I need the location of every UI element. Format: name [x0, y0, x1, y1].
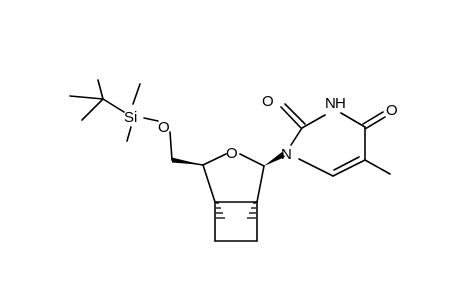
- atom-labels: Si O O N N H O O: [124, 93, 398, 163]
- bond-o-ring-c1prime: [239, 153, 265, 167]
- atom-si: Si: [124, 109, 137, 126]
- bond-si-methyl-bottom: [126, 126, 132, 142]
- bond-tbu-si: [102, 98, 125, 113]
- bond-c5-c6: [332, 159, 366, 177]
- atom-o-ring: O: [226, 145, 238, 162]
- bond-si-methyl-top: [132, 83, 141, 105]
- wedge-c1prime-n1: [264, 152, 285, 166]
- bond-c4prime-o-ring: [202, 153, 227, 166]
- bond-c2-n3: [301, 114, 326, 129]
- bond-n1-c2: [290, 127, 303, 146]
- atom-o-ether: O: [158, 119, 170, 136]
- hash-c2prime: [247, 202, 256, 219]
- bond-c2-o-b: [284, 103, 306, 125]
- atom-n1: N: [281, 146, 292, 163]
- bond-o-ch2: [169, 131, 173, 161]
- bond-c5-methyl: [364, 159, 391, 175]
- bond-c3prime-c4prime: [202, 164, 216, 203]
- bond-tbu-methyl-left: [69, 95, 104, 100]
- bond-n3-c4: [340, 112, 366, 128]
- atom-o-c2: O: [262, 93, 274, 110]
- bond-c6-n1: [298, 158, 334, 177]
- hash-c3prime: [216, 202, 225, 219]
- bond-c5-c6-inner: [333, 156, 360, 171]
- bonds: [69, 79, 391, 242]
- bond-c1prime-c2prime: [256, 165, 265, 203]
- atom-o-c4: O: [386, 102, 398, 119]
- bond-c4-o-a: [364, 116, 386, 130]
- wedge-c4prime-ch2: [172, 157, 203, 165]
- bond-tbu-methyl-top: [97, 79, 104, 100]
- atom-h-n3: H: [335, 95, 346, 112]
- atom-n3: N: [325, 95, 336, 112]
- bond-c2-o-a: [280, 106, 302, 129]
- bond-si-o: [143, 117, 159, 122]
- bond-c4-o-b: [362, 111, 384, 125]
- bond-tbu-methyl-bottom: [81, 98, 104, 121]
